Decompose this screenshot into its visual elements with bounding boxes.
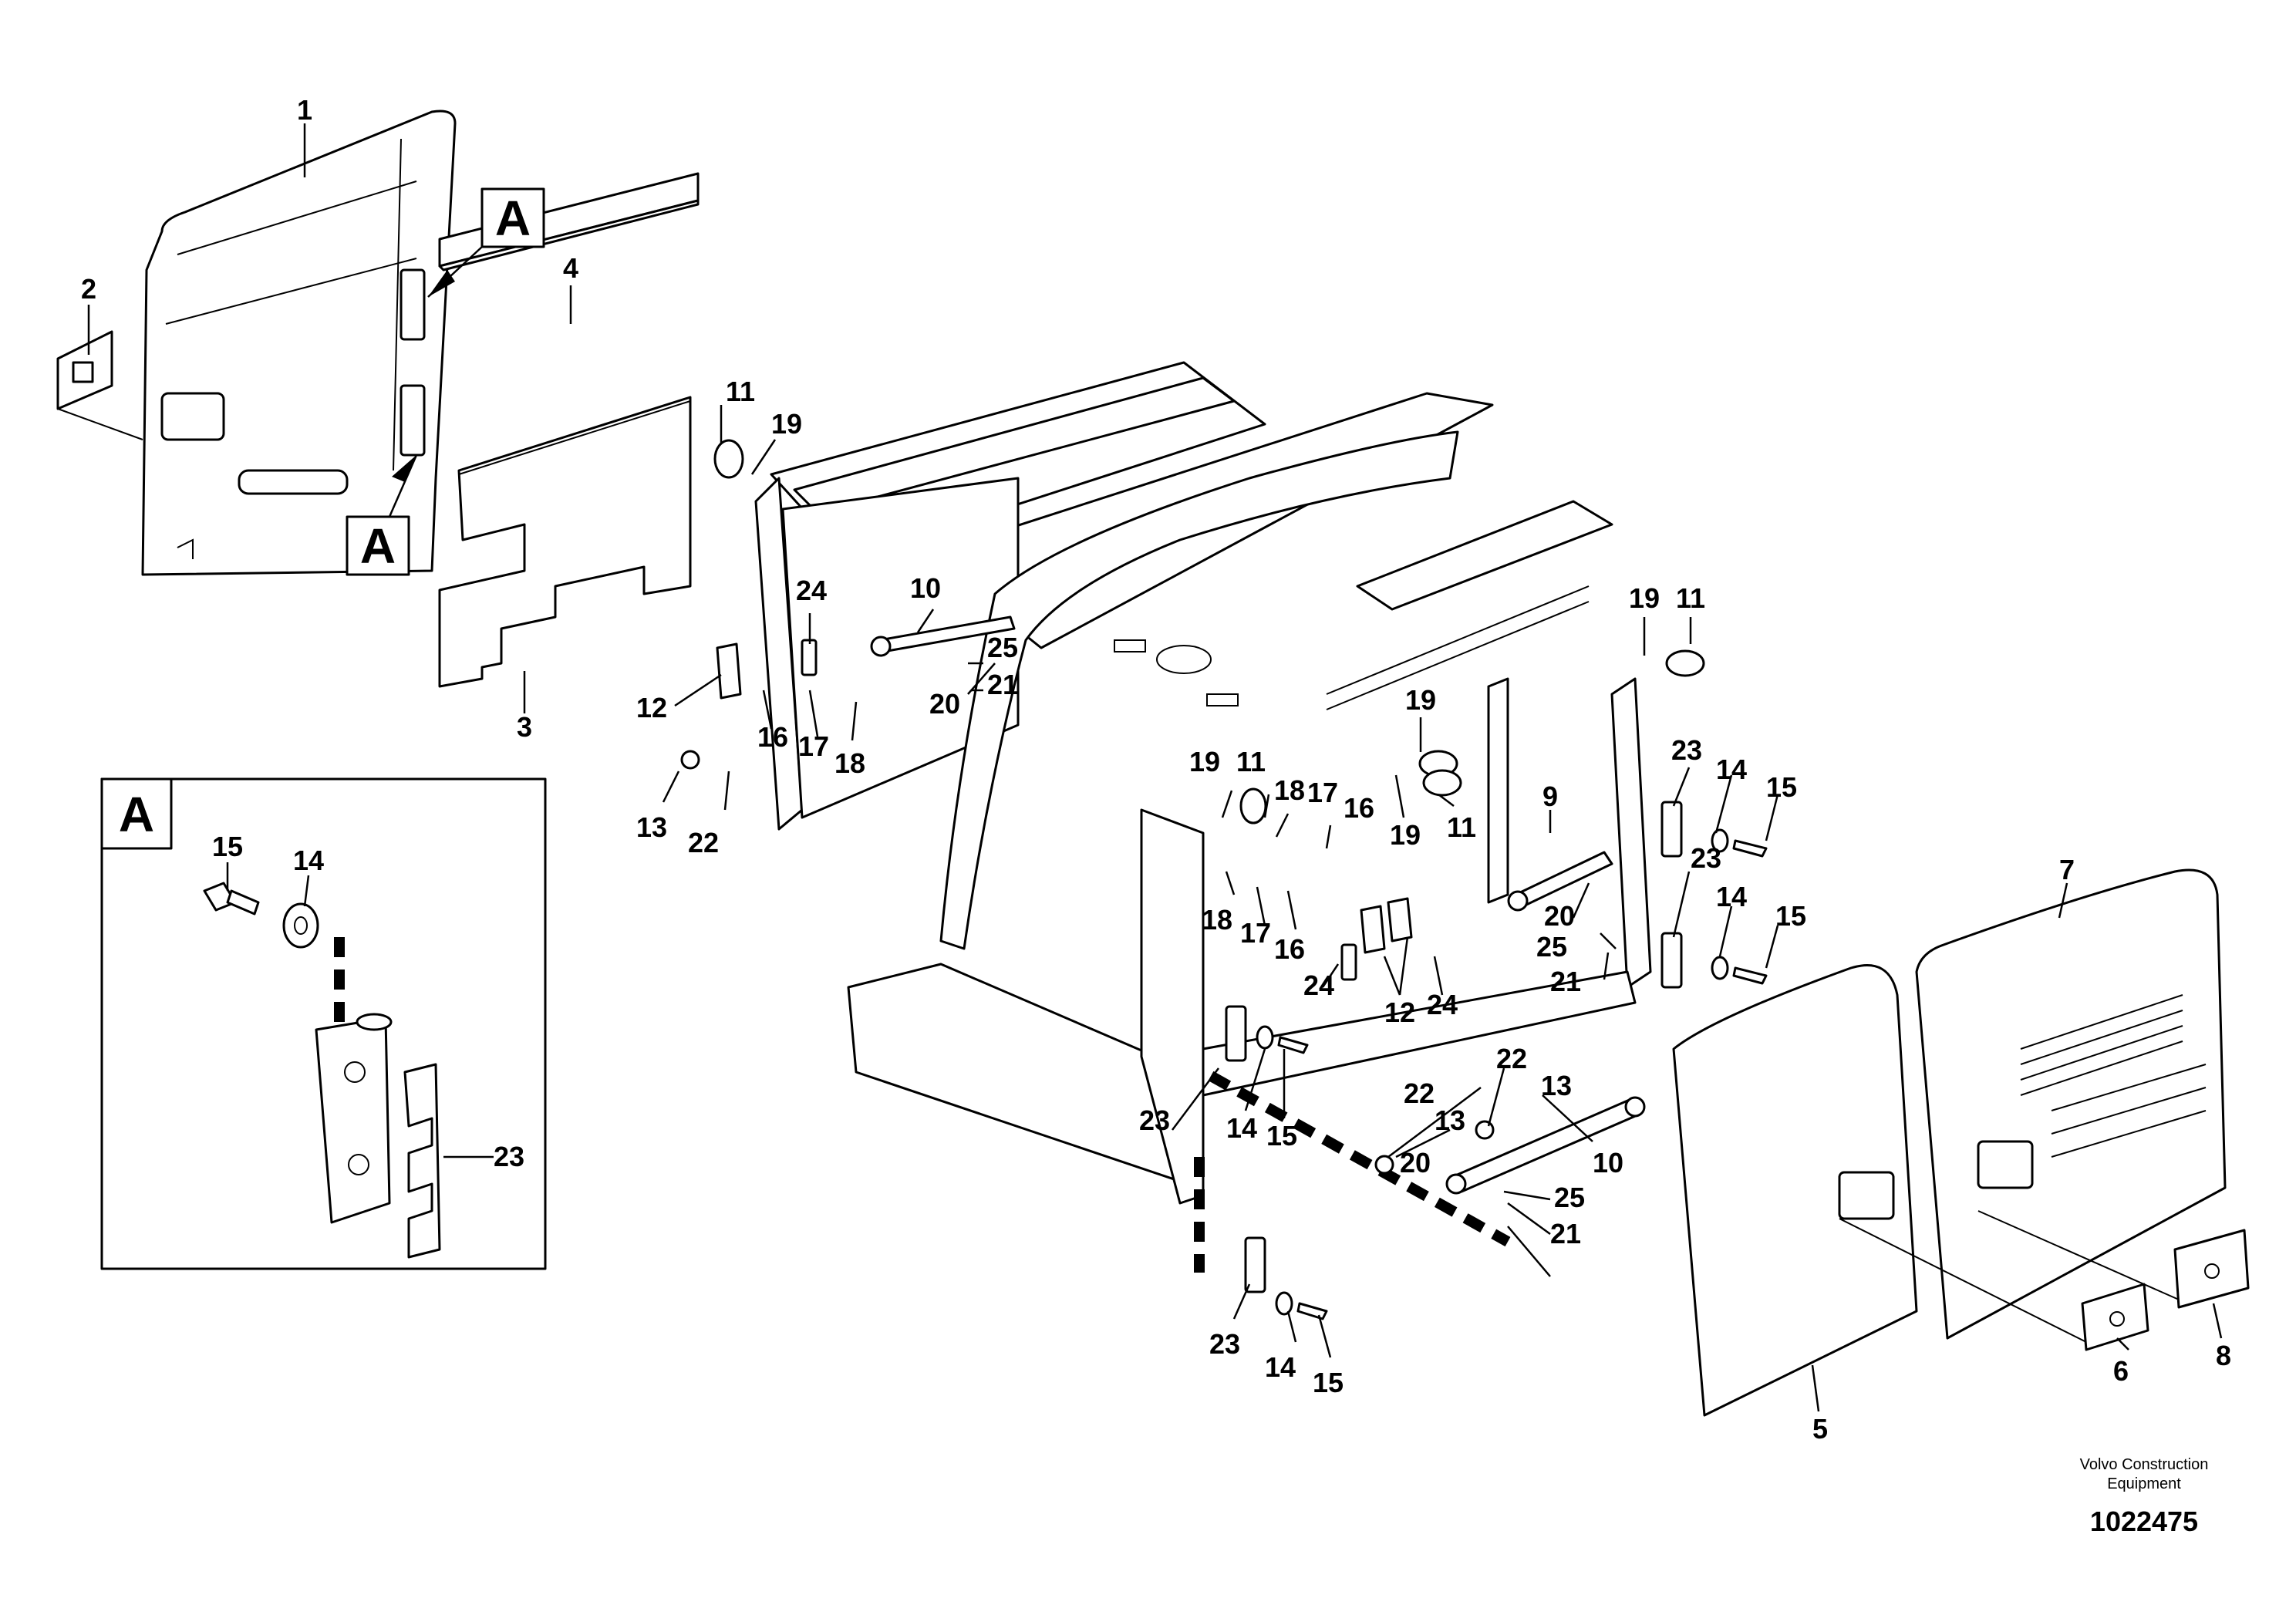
svg-text:A: A [119,787,154,842]
callout-20: 20 [1400,1147,1431,1179]
callout-23: 23 [1139,1104,1170,1136]
hinge-23-right-lower [1660,932,1768,989]
detail-a-marker-top: A [427,187,545,298]
callout-22: 22 [688,827,719,858]
callout-4: 4 [563,252,578,284]
callout-labels: 1 2 4 3 11 19 24 10 25 21 20 12 16 17 18… [81,94,2231,1445]
callout-18: 18 [1202,904,1232,936]
drawing-number: 1022475 [2090,1506,2198,1537]
callout-15: 15 [212,831,243,862]
callout-18: 18 [834,747,865,779]
callout-12: 12 [1384,996,1415,1028]
callout-18: 18 [1274,774,1305,806]
insulation-panel-3 [438,396,692,688]
hinge-23-right-upper [1660,801,1768,858]
callout-15: 15 [1266,1120,1297,1152]
brand-line-1: Volvo Construction [2080,1456,2209,1473]
callout-17: 17 [1240,917,1271,949]
callout-13: 13 [636,811,667,843]
knob-11-mid [1239,787,1267,824]
detail-a-box: A [100,777,547,1270]
callout-21: 21 [987,669,1018,700]
callout-25: 25 [1536,931,1567,963]
svg-text:A: A [495,191,531,246]
detail-a-marker-bottom: A [346,454,418,576]
callout-11: 11 [1236,746,1266,777]
callout-15: 15 [1313,1367,1344,1398]
callout-15: 15 [1775,900,1806,932]
callout-10: 10 [1593,1147,1623,1179]
brand-line-2: Equipment [2107,1475,2181,1492]
hinge-23-front [1225,1005,1309,1062]
side-panel-5 [1672,964,1918,1417]
svg-text:A: A [360,518,396,574]
callout-14: 14 [293,845,324,876]
latch-plate-6 [1839,1218,2149,1351]
callout-12: 12 [636,692,667,723]
callout-14: 14 [1716,881,1747,912]
side-panel-7 [1915,868,2227,1340]
callout-16: 16 [757,721,788,753]
callout-17: 17 [1307,777,1338,808]
callout-23: 23 [494,1141,524,1172]
callout-22: 22 [1496,1043,1527,1074]
latch-12-right [1360,897,1413,954]
grab-handle-10-upper [870,615,1016,657]
callout-20: 20 [1544,900,1575,932]
routing-dash [1194,1071,1511,1273]
callout-15: 15 [1766,771,1797,803]
callout-24: 24 [796,575,827,606]
callout-3: 3 [517,711,532,743]
callout-11: 11 [726,376,755,407]
grab-handle-9 [1507,851,1613,912]
knob-11-topleft [713,439,744,479]
callout-14: 14 [1265,1351,1296,1383]
cab-frame [754,361,1652,1205]
latch-12-left [716,642,742,700]
callout-11: 11 [1447,811,1476,843]
callout-23: 23 [1691,842,1721,874]
callout-7: 7 [2059,854,2075,885]
callout-17: 17 [798,730,829,762]
callout-1: 1 [297,94,312,126]
callout-5: 5 [1812,1413,1828,1445]
callout-11: 11 [1676,582,1705,614]
callout-22: 22 [1404,1077,1435,1109]
callout-25: 25 [1554,1182,1585,1213]
callout-19: 19 [771,408,802,440]
callout-13: 13 [1541,1070,1572,1101]
callout-2: 2 [81,273,96,305]
callout-16: 16 [1274,933,1305,965]
knob-11-right [1665,649,1705,677]
door-panel [141,110,457,576]
callout-20: 20 [929,688,960,720]
callout-21: 21 [1550,966,1581,997]
callout-24: 24 [1303,969,1334,1001]
knob-11-center [1418,750,1462,797]
callout-9: 9 [1542,781,1558,812]
hinge-23-bottom [1244,1236,1328,1320]
latch-plate-8 [1977,1210,2250,1309]
door-trim-bracket [56,330,143,440]
brand-block: Volvo Construction Equipment 1022475 [2080,1456,2209,1537]
callout-25: 25 [987,632,1018,663]
callout-19: 19 [1405,684,1436,716]
callout-23: 23 [1209,1328,1240,1360]
callout-13: 13 [1435,1104,1465,1136]
leader-lines [87,123,2223,1412]
callout-21: 21 [1550,1218,1581,1249]
callout-6: 6 [2113,1355,2129,1387]
callout-10: 10 [910,572,941,604]
callout-14: 14 [1716,754,1747,785]
callout-24: 24 [1427,989,1458,1020]
callout-8: 8 [2216,1340,2231,1371]
callout-23: 23 [1671,734,1702,766]
callout-14: 14 [1226,1112,1257,1144]
callout-16: 16 [1344,792,1374,824]
grab-handle-10-lower [1445,1096,1646,1195]
callout-19: 19 [1629,582,1660,614]
callout-19: 19 [1390,819,1421,851]
callout-19: 19 [1189,746,1220,777]
